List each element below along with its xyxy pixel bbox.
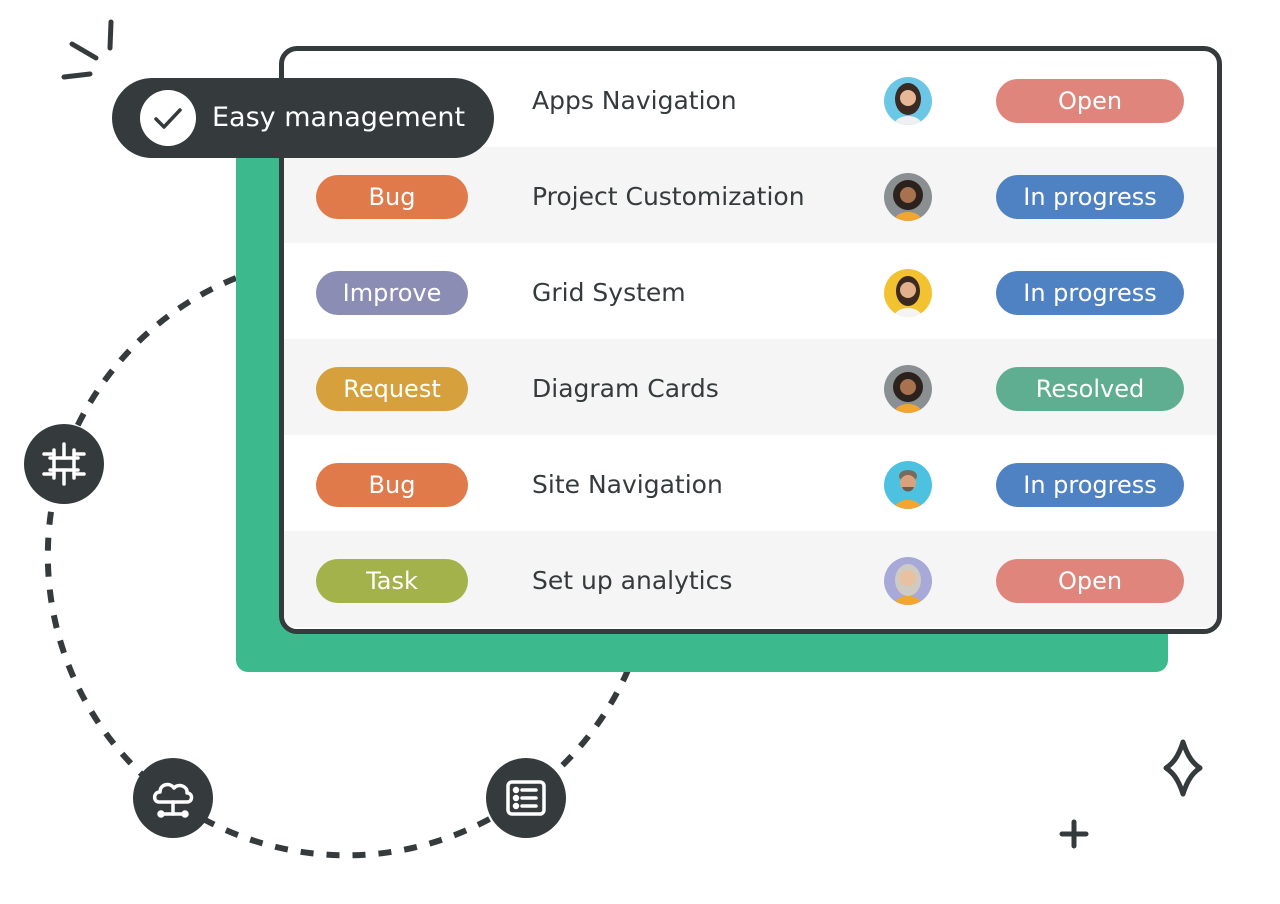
table-row[interactable]: Apps Navigation Open <box>284 51 1217 147</box>
avatar[interactable] <box>884 269 932 317</box>
status-badge[interactable]: Open <box>996 79 1184 123</box>
status-badge[interactable]: In progress <box>996 463 1184 507</box>
type-badge[interactable]: Task <box>316 559 468 603</box>
table-row[interactable]: Improve Grid System In progress <box>284 243 1217 339</box>
status-badge[interactable]: Resolved <box>996 367 1184 411</box>
task-title: Set up analytics <box>532 566 733 595</box>
table-row[interactable]: Bug Site Navigation In progress <box>284 435 1217 531</box>
task-title: Site Navigation <box>532 470 723 499</box>
status-badge[interactable]: In progress <box>996 271 1184 315</box>
type-badge[interactable]: Improve <box>316 271 468 315</box>
task-list-card: Apps Navigation Open Bug Project Customi… <box>279 46 1222 634</box>
avatar[interactable] <box>884 77 932 125</box>
circuit-icon <box>24 424 104 504</box>
check-icon <box>140 90 196 146</box>
table-row[interactable]: Request Diagram Cards Resolved <box>284 339 1217 435</box>
cloud-network-icon <box>133 758 213 838</box>
burst-lines-icon <box>61 19 114 80</box>
avatar[interactable] <box>884 365 932 413</box>
list-document-icon <box>486 758 566 838</box>
type-badge[interactable]: Bug <box>316 463 468 507</box>
status-badge[interactable]: In progress <box>996 175 1184 219</box>
table-row[interactable]: Task Set up analytics Open <box>284 531 1217 627</box>
status-badge[interactable]: Open <box>996 559 1184 603</box>
task-title: Project Customization <box>532 182 805 211</box>
feature-badge-label: Easy management <box>212 102 466 133</box>
sparkle-icon <box>1163 739 1203 797</box>
avatar[interactable] <box>884 557 932 605</box>
task-title: Diagram Cards <box>532 374 719 403</box>
avatar[interactable] <box>884 173 932 221</box>
feature-badge: Easy management <box>112 78 494 158</box>
type-badge[interactable]: Bug <box>316 175 468 219</box>
task-title: Apps Navigation <box>532 86 737 115</box>
type-badge[interactable]: Request <box>316 367 468 411</box>
plus-icon <box>1059 819 1089 849</box>
task-title: Grid System <box>532 278 686 307</box>
table-row[interactable]: Bug Project Customization In progress <box>284 147 1217 243</box>
avatar[interactable] <box>884 461 932 509</box>
